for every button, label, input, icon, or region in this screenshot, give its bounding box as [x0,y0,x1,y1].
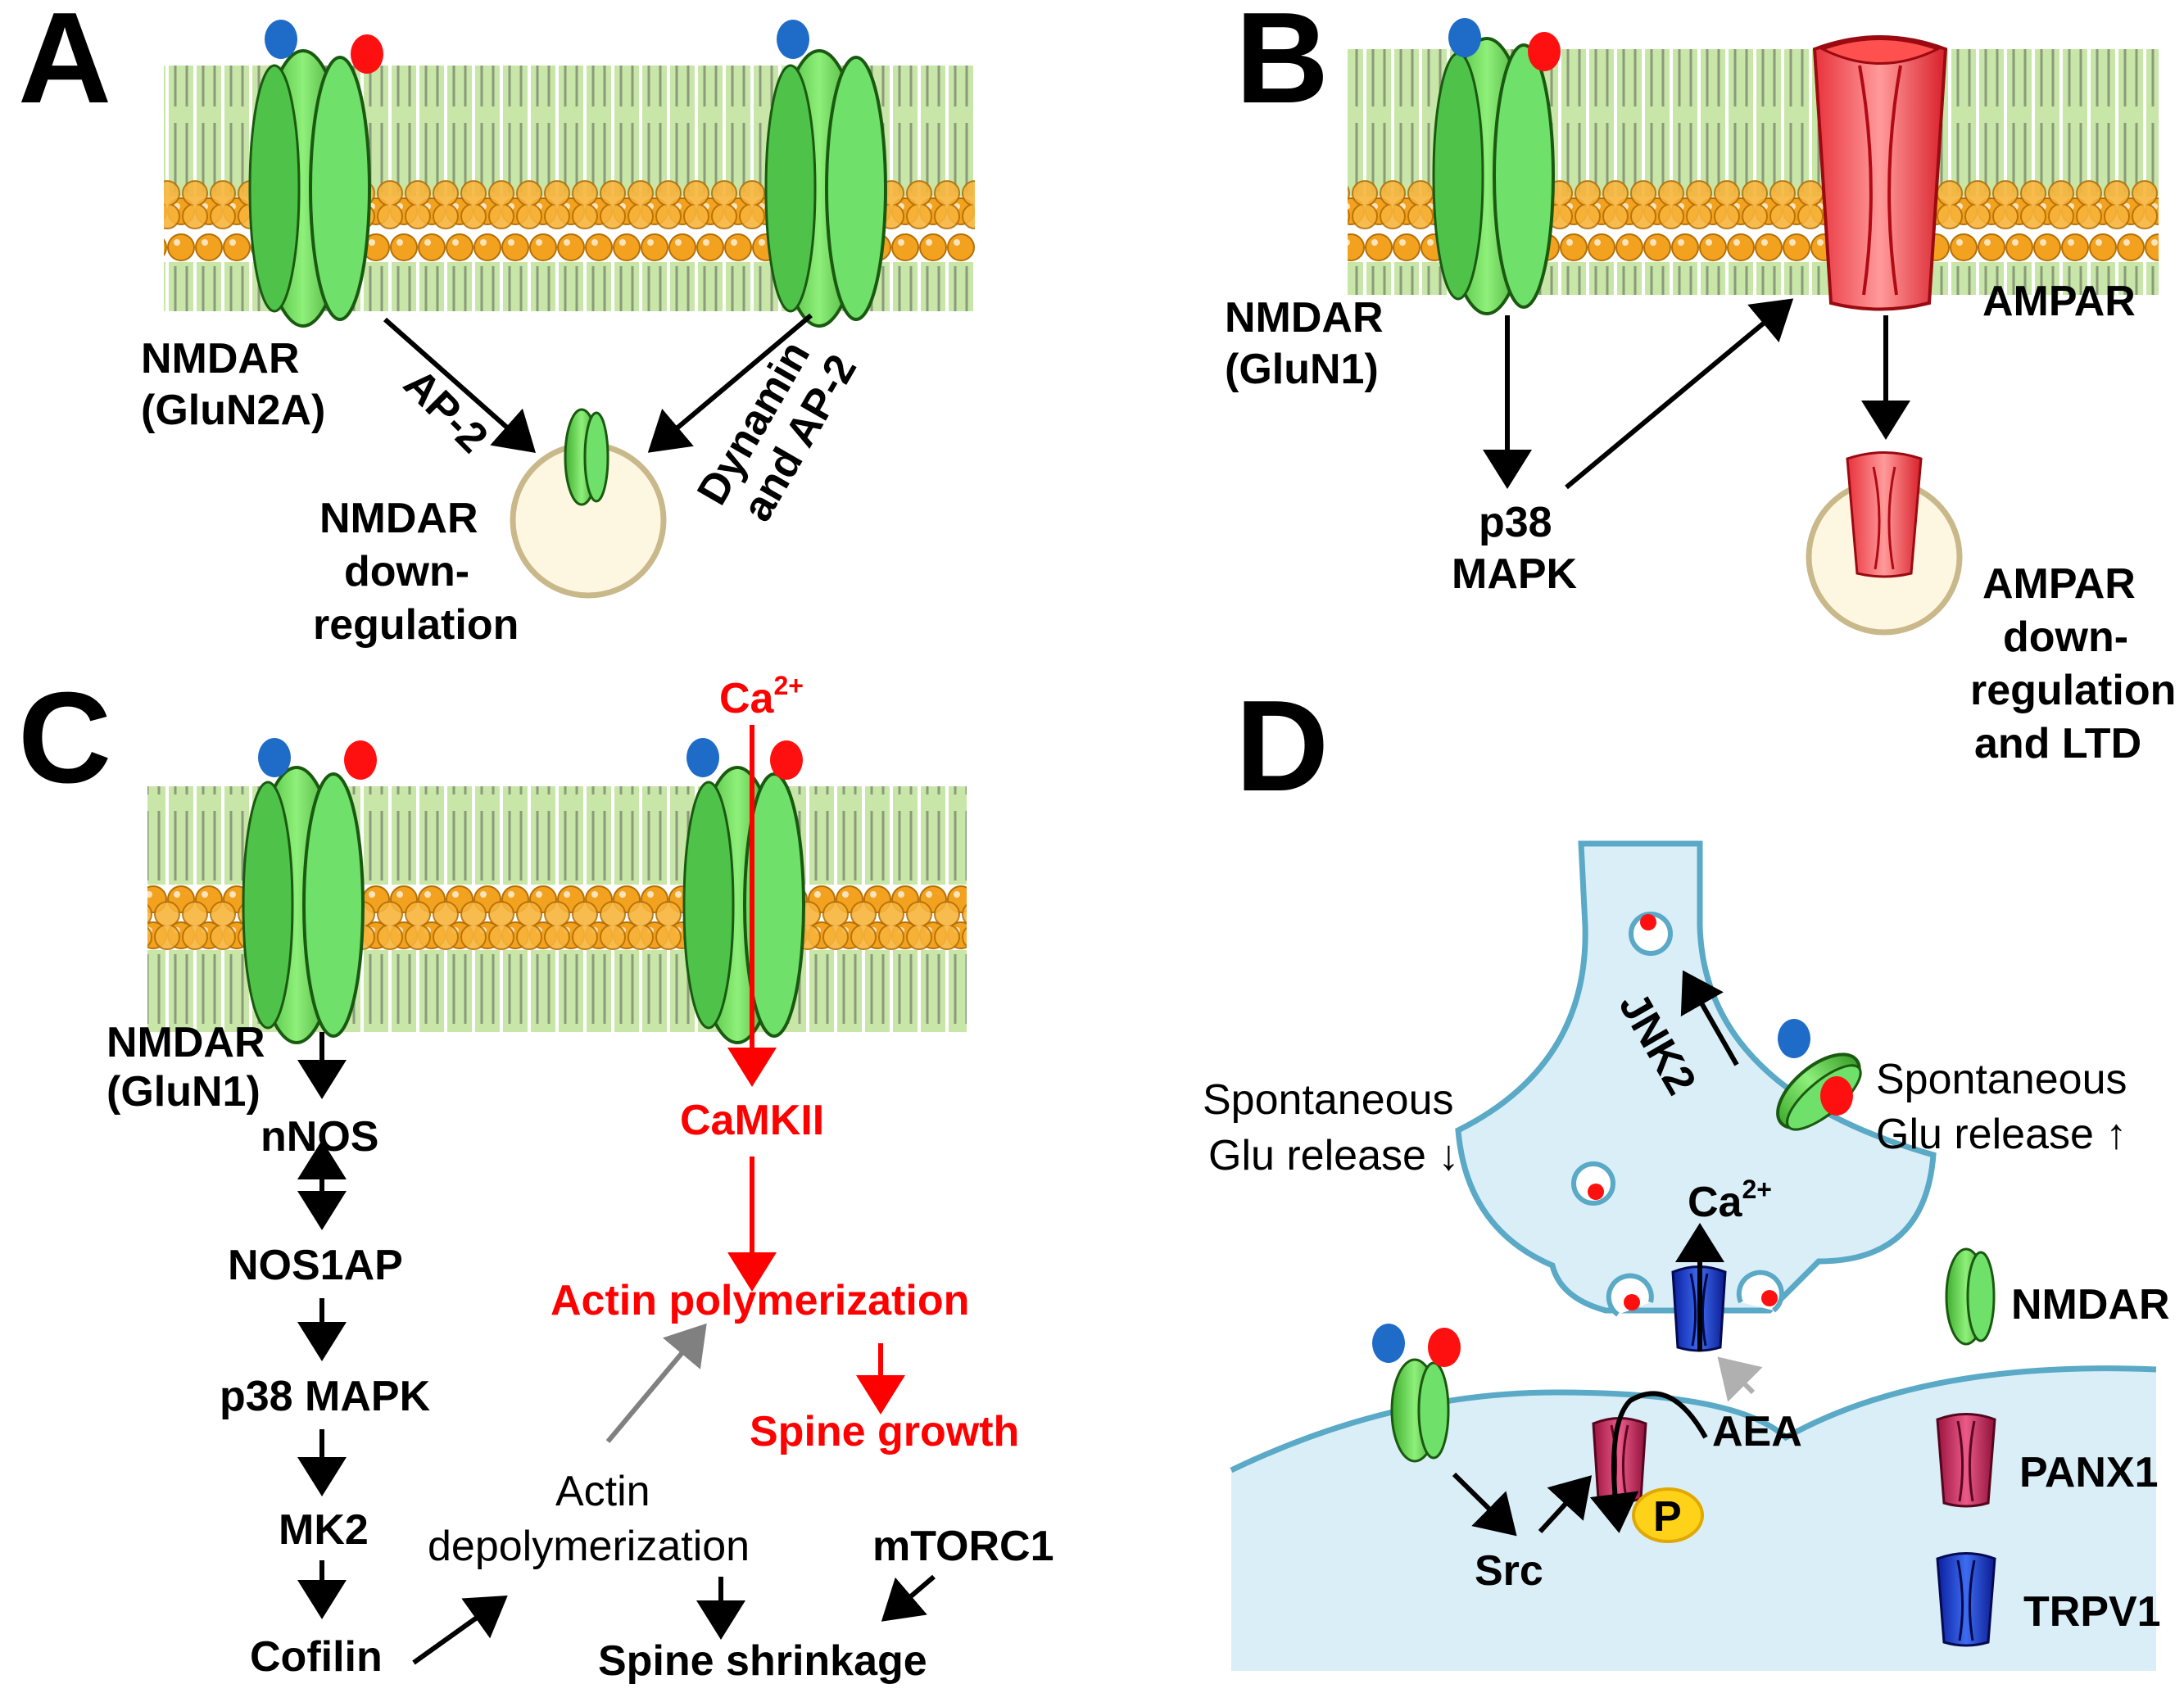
spine-shrinkage: Spine shrinkage [598,1637,927,1685]
glycine-site-icon [1448,18,1481,57]
nmdar-icon [248,49,371,328]
internalized-nmdar-icon [564,408,609,506]
nmdar-icon [242,766,365,1044]
mtorc1-label: mTORC1 [872,1523,1054,1570]
ca-label-sup: 2+ [773,671,803,700]
glutamate-vesicle [1571,1161,1615,1206]
arrow-ap2 [383,317,536,453]
internalized-ampar-icon [1846,451,1923,578]
outcome-line-4: and LTD [1974,720,2141,767]
receptor-label: NMDAR [141,335,300,382]
glycine-site-icon [777,20,809,59]
pathway-nos1ap: NOS1AP [228,1242,403,1289]
outcome-line-2: down- [2003,613,2128,661]
pathway-nnos: nNOS [261,1113,378,1161]
ca-label: Ca2+ [719,671,804,722]
kinase-label-2: MAPK [1452,550,1578,598]
legend-nmdar-label: NMDAR [2011,1281,2170,1329]
panel-a: A NMDAR (GluN2A) AP-2 Dynamin and AP-2 [18,0,975,649]
camkii-label: CaMKII [680,1097,824,1144]
panel-d-letter: D [1235,674,1329,818]
panel-c-letter: C [18,666,111,810]
nmdar-icon [1390,1358,1450,1463]
spine-growth-label: Spine growth [750,1408,1019,1455]
actin-poly-label: Actin polymerization [551,1277,969,1324]
arrow-dynamin [647,313,813,453]
arrow-aea-to-trpv1 [1717,1356,1763,1402]
spont-right-2: Glu release ↑ [1876,1111,2127,1158]
actin-depoly-line-2: depolymerization [428,1523,750,1570]
aea-label: AEA [1712,1408,1802,1455]
legend-nmdar-icon [1945,1247,1996,1346]
ampar-icon [1812,35,1948,311]
legend-trpv1-icon [1936,1552,1996,1647]
panel-b-letter: B [1235,0,1329,130]
spont-left-1: Spontaneous [1203,1076,1454,1124]
arrow-depoly-to-poly [605,1323,707,1443]
ca-label: Ca2+ [1688,1175,1772,1226]
outcome-line-2: down- [344,548,469,595]
receptor-subunit-label: (GluN1) [1225,346,1379,393]
receptor-label: NMDAR [1225,294,1384,342]
glycine-site-icon [686,738,719,777]
nmdar-icon [1432,37,1555,315]
glutamate-vesicle [1629,912,1673,956]
glutamate-site-icon [1820,1076,1853,1116]
kinase-label-1: p38 [1479,499,1552,546]
arrow-p38-to-ampar [1565,298,1794,490]
glycine-site-icon [1778,1019,1810,1058]
receptor-label: NMDAR [106,1019,265,1066]
ampar-label: AMPAR [1982,278,2136,325]
glutamate-site-icon [770,740,803,780]
receptor-subunit-label: (GluN2A) [141,387,325,434]
glycine-site-icon [258,738,291,777]
glutamate-site-icon [351,34,383,74]
ca-label-text: Ca [1688,1179,1743,1226]
spont-right-1: Spontaneous [1876,1056,2127,1103]
glutamate-site-icon [344,740,377,780]
ca-label-text: Ca [719,675,775,722]
legend-trpv1-label: TRPV1 [2023,1588,2161,1636]
pathway-cofilin: Cofilin [250,1633,383,1681]
arrow-nmdar-to-src [1452,1472,1517,1537]
ca-label-sup: 2+ [1742,1175,1771,1204]
docked-vesicle [1606,1273,1654,1317]
receptor-subunit-label: (GluN1) [106,1068,261,1116]
outcome-line-3: regulation [313,601,519,649]
panx1-channel-icon [1592,1417,1647,1504]
legend-panx1-label: PANX1 [2019,1449,2159,1496]
outcome-line-1: NMDAR [319,495,478,542]
glycine-site-icon [1372,1324,1405,1363]
nmdar-icon [764,49,887,328]
panel-a-letter: A [18,0,111,130]
glutamate-site-icon [1428,1328,1461,1367]
actin-depoly-line-1: Actin [555,1468,650,1515]
nmdar-icon [682,766,805,1044]
legend: NMDAR PANX1 TRPV1 [1936,1247,2170,1647]
arrow-src-to-panx1 [1538,1475,1593,1534]
docked-vesicle [1736,1270,1784,1313]
arrow-jnk2 [1680,970,1739,1066]
panel-d: D Ca2+ [1203,674,2170,1671]
legend-panx1-icon [1936,1413,1996,1508]
spont-left-2: Glu release ↓ [1208,1132,1459,1179]
src-label: Src [1475,1547,1543,1595]
phosphate-label: P [1653,1493,1682,1541]
glycine-site-icon [265,20,297,59]
arrow-aea-to-panx1 [1589,1391,1708,1533]
outcome-line-3: regulation [1970,667,2176,714]
arrow-mtorc1-to-shrinkage [881,1574,936,1622]
pathway-p38: p38 MAPK [220,1373,431,1420]
glutamate-site-icon [1528,32,1561,71]
outcome-line-1: AMPAR [1982,560,2136,608]
arrow-cofilin-to-depoly [412,1596,508,1665]
panel-c: C Ca2+ NMDAR (GluN1) nNOS NOS1AP p38 MAP… [18,666,1054,1685]
panel-b: B NMDAR (GluN1) AMPAR p38 MAPK AMPAR [1225,0,2176,767]
pathway-mk2: MK2 [279,1506,369,1554]
